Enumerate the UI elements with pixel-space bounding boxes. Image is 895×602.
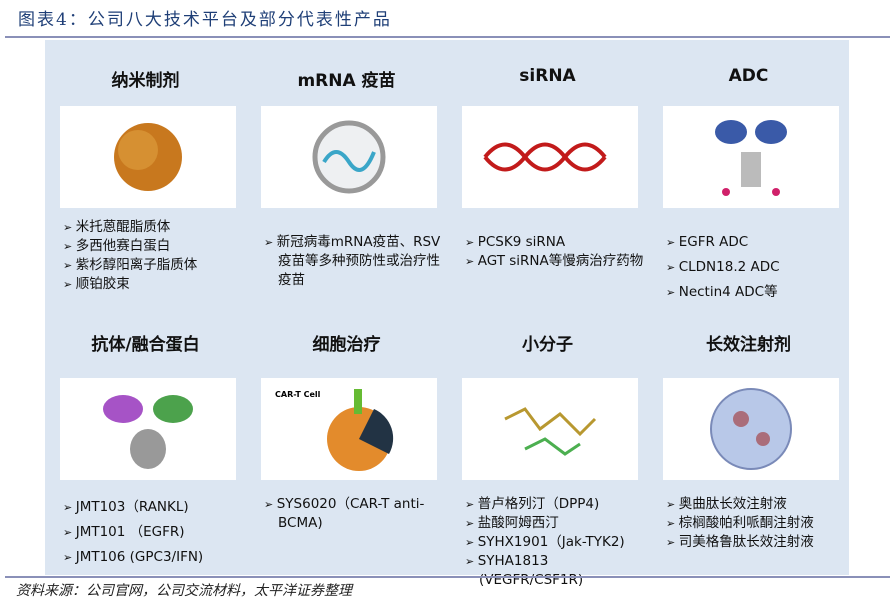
platform-cell: 纳米制剂米托蒽醌脂质体多西他赛白蛋白紫杉醇阳离子脂质体顺铂胶束	[45, 40, 246, 307]
product-item: 盐酸阿姆西汀	[465, 514, 644, 533]
product-item: 司美格鲁肽长效注射液	[666, 533, 845, 552]
product-item: SYS6020（CAR-T anti-BCMA)	[264, 495, 443, 533]
product-list: JMT103（RANKL)JMT101 （EGFR)JMT106 (GPC3/I…	[63, 495, 242, 570]
platform-cell: mRNA 疫苗新冠病毒mRNA疫苗、RSV疫苗等多种预防性或治疗性疫苗	[246, 40, 447, 307]
product-item: 棕榈酸帕利哌酮注射液	[666, 514, 845, 533]
platform-cell: ADC EGFR ADCCLDN18.2 ADCNectin4 ADC等	[648, 40, 849, 307]
product-item: CLDN18.2 ADC	[666, 255, 845, 280]
product-item: EGFR ADC	[666, 230, 845, 255]
product-item: PCSK9 siRNA	[465, 233, 644, 252]
product-list: PCSK9 siRNAAGT siRNA等慢病治疗药物	[465, 233, 644, 271]
product-list: 新冠病毒mRNA疫苗、RSV疫苗等多种预防性或治疗性疫苗	[264, 233, 443, 290]
platform-image	[261, 106, 437, 208]
product-item: 多西他赛白蛋白	[63, 237, 242, 256]
platform-title: ADC	[728, 66, 769, 86]
platform-cell: 长效注射剂奥曲肽长效注射液棕榈酸帕利哌酮注射液司美格鲁肽长效注射液	[648, 307, 849, 574]
source-note: 资料来源：公司官网，公司交流材料，太平洋证券整理	[16, 583, 352, 599]
product-list: SYS6020（CAR-T anti-BCMA)	[264, 495, 443, 533]
platform-cell: 细胞治疗 CAR-T CellSYS6020（CAR-T anti-BCMA)	[246, 307, 447, 574]
platform-image: CAR-T Cell	[261, 378, 437, 480]
product-item: 普卢格列汀（DPP4)	[465, 495, 644, 514]
platform-title: mRNA 疫苗	[297, 71, 396, 91]
product-item: Nectin4 ADC等	[666, 280, 845, 305]
product-item: 米托蒽醌脂质体	[63, 218, 242, 237]
platform-panel: 纳米制剂米托蒽醌脂质体多西他赛白蛋白紫杉醇阳离子脂质体顺铂胶束mRNA 疫苗新冠…	[45, 40, 849, 588]
platform-title: 细胞治疗	[312, 335, 381, 355]
platform-image	[663, 106, 839, 208]
platform-image	[663, 378, 839, 480]
product-item: JMT103（RANKL)	[63, 495, 242, 520]
product-list: 米托蒽醌脂质体多西他赛白蛋白紫杉醇阳离子脂质体顺铂胶束	[63, 218, 242, 294]
platform-cell: siRNA PCSK9 siRNAAGT siRNA等慢病治疗药物	[447, 40, 648, 307]
product-item: SYHA1813 (VEGFR/CSF1R)	[465, 552, 644, 590]
platform-title: siRNA	[519, 66, 576, 86]
platform-title: 小分子	[522, 335, 573, 355]
platform-image	[462, 106, 638, 208]
product-item: JMT106 (GPC3/IFN)	[63, 545, 242, 570]
platform-image	[462, 378, 638, 480]
image-label: CAR-T Cell	[275, 390, 321, 399]
product-item: SYHX1901（Jak-TYK2)	[465, 533, 644, 552]
product-list: EGFR ADCCLDN18.2 ADCNectin4 ADC等	[666, 230, 845, 305]
platform-cell: 小分子普卢格列汀（DPP4)盐酸阿姆西汀SYHX1901（Jak-TYK2)SY…	[447, 307, 648, 588]
product-item: AGT siRNA等慢病治疗药物	[465, 252, 644, 271]
platform-image	[60, 378, 236, 480]
product-item: 奥曲肽长效注射液	[666, 495, 845, 514]
platform-image	[60, 106, 236, 208]
product-item: 顺铂胶束	[63, 275, 242, 294]
platform-title: 纳米制剂	[111, 71, 180, 91]
product-item: JMT101 （EGFR)	[63, 520, 242, 545]
product-item: 紫杉醇阳离子脂质体	[63, 256, 242, 275]
platform-title: 抗体/融合蛋白	[91, 335, 200, 355]
figure-title: 图表4：公司八大技术平台及部分代表性产品	[18, 10, 392, 30]
product-list: 奥曲肽长效注射液棕榈酸帕利哌酮注射液司美格鲁肽长效注射液	[666, 495, 845, 552]
bottom-divider	[5, 576, 890, 578]
platform-cell: 抗体/融合蛋白 JMT103（RANKL)JMT101 （EGFR)JMT106 …	[45, 307, 246, 574]
product-item: 新冠病毒mRNA疫苗、RSV疫苗等多种预防性或治疗性疫苗	[264, 233, 443, 290]
platform-title: 长效注射剂	[706, 335, 791, 355]
top-divider	[5, 36, 890, 38]
